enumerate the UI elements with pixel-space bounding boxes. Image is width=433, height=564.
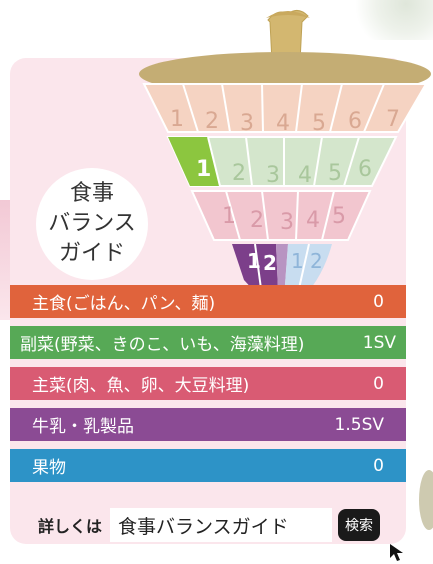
category-value: 1SV	[362, 332, 396, 353]
guide-title-line: バランス	[48, 211, 136, 236]
background-decoration	[0, 200, 10, 320]
category-label: 果物	[32, 458, 66, 478]
vn-number: 6	[358, 157, 372, 182]
grain-divider	[221, 83, 231, 133]
category-row-grain: 主食(ごはん、パン、麺) 0	[10, 285, 406, 318]
category-value: 0	[373, 455, 384, 476]
category-label: 牛乳・乳製品	[32, 417, 134, 437]
mn-number: 3	[280, 210, 294, 235]
category-value: 0	[373, 373, 384, 394]
category-row-fruit: 果物 0	[10, 449, 406, 482]
gn-number: 1	[170, 107, 184, 132]
gn-number: 5	[312, 111, 326, 136]
vegetable-divider	[313, 136, 323, 187]
mn-number: 2	[250, 208, 264, 233]
search-bar: 詳しくは 検索	[10, 505, 406, 545]
category-label: 主菜(肉、魚、卵、大豆料理)	[32, 376, 250, 396]
guide-title-line: ガイド	[58, 241, 125, 266]
gn-number: 2	[205, 109, 219, 134]
main-dish-divider	[321, 190, 335, 241]
spinning-top-handle-top	[266, 11, 310, 18]
vegetable-divider	[343, 136, 360, 187]
vegetable-divider	[207, 136, 221, 187]
milk-number-1: 1	[247, 249, 261, 273]
fruit-number-2: 2	[310, 249, 323, 273]
fruit-number-1: 1	[291, 249, 304, 273]
category-list: 主食(ごはん、パン、麺) 0 副菜(野菜、きのこ、いも、海藻料理) 1SV 主菜…	[10, 285, 406, 490]
gn-number: 3	[240, 111, 254, 136]
vn-number: 2	[232, 161, 246, 186]
mouse-cursor-icon	[390, 544, 403, 561]
vn-number: 5	[328, 161, 342, 186]
grain-divider	[295, 83, 303, 133]
category-row-milk: 牛乳・乳製品 1.5SV	[10, 408, 406, 441]
category-row-main-dish: 主菜(肉、魚、卵、大豆料理) 0	[10, 367, 406, 400]
main-dish-divider	[261, 190, 269, 241]
search-button[interactable]: 検索	[338, 509, 381, 541]
category-value: 1.5SV	[334, 414, 384, 435]
mn-number: 4	[306, 208, 320, 233]
guide-title-line: 食事	[69, 181, 114, 206]
vn-number: 3	[266, 163, 280, 188]
mn-number: 5	[332, 204, 346, 229]
category-value: 0	[373, 291, 384, 312]
vn-number: 4	[298, 163, 312, 188]
gn-number: 4	[276, 111, 290, 136]
milk-number-2: 2	[263, 251, 277, 275]
mn-number: 1	[222, 204, 236, 229]
vegetable-divider	[245, 136, 253, 187]
grain-divider	[329, 83, 343, 133]
grain-divider	[261, 83, 264, 133]
grain-divider	[182, 83, 199, 133]
background-decoration	[343, 0, 433, 40]
vn-number: 1	[196, 157, 211, 182]
grain-divider	[363, 83, 385, 133]
guide-title: 食事 バランス ガイド	[36, 168, 148, 280]
main-dish-divider	[225, 190, 241, 241]
category-row-vegetable: 副菜(野菜、きのこ、いも、海藻料理) 1SV	[10, 326, 406, 359]
background-decoration	[419, 470, 433, 530]
category-label: 主食(ごはん、パン、麺)	[32, 294, 216, 314]
main-dish-divider	[295, 190, 299, 241]
category-label: 副菜(野菜、きのこ、いも、海藻料理)	[20, 335, 305, 355]
search-input[interactable]	[110, 508, 333, 542]
search-label: 詳しくは	[38, 517, 103, 536]
gn-number: 6	[348, 109, 362, 134]
grain-row-band	[142, 83, 428, 133]
gn-number: 7	[386, 107, 400, 132]
vegetable-filled-cell	[168, 137, 220, 186]
